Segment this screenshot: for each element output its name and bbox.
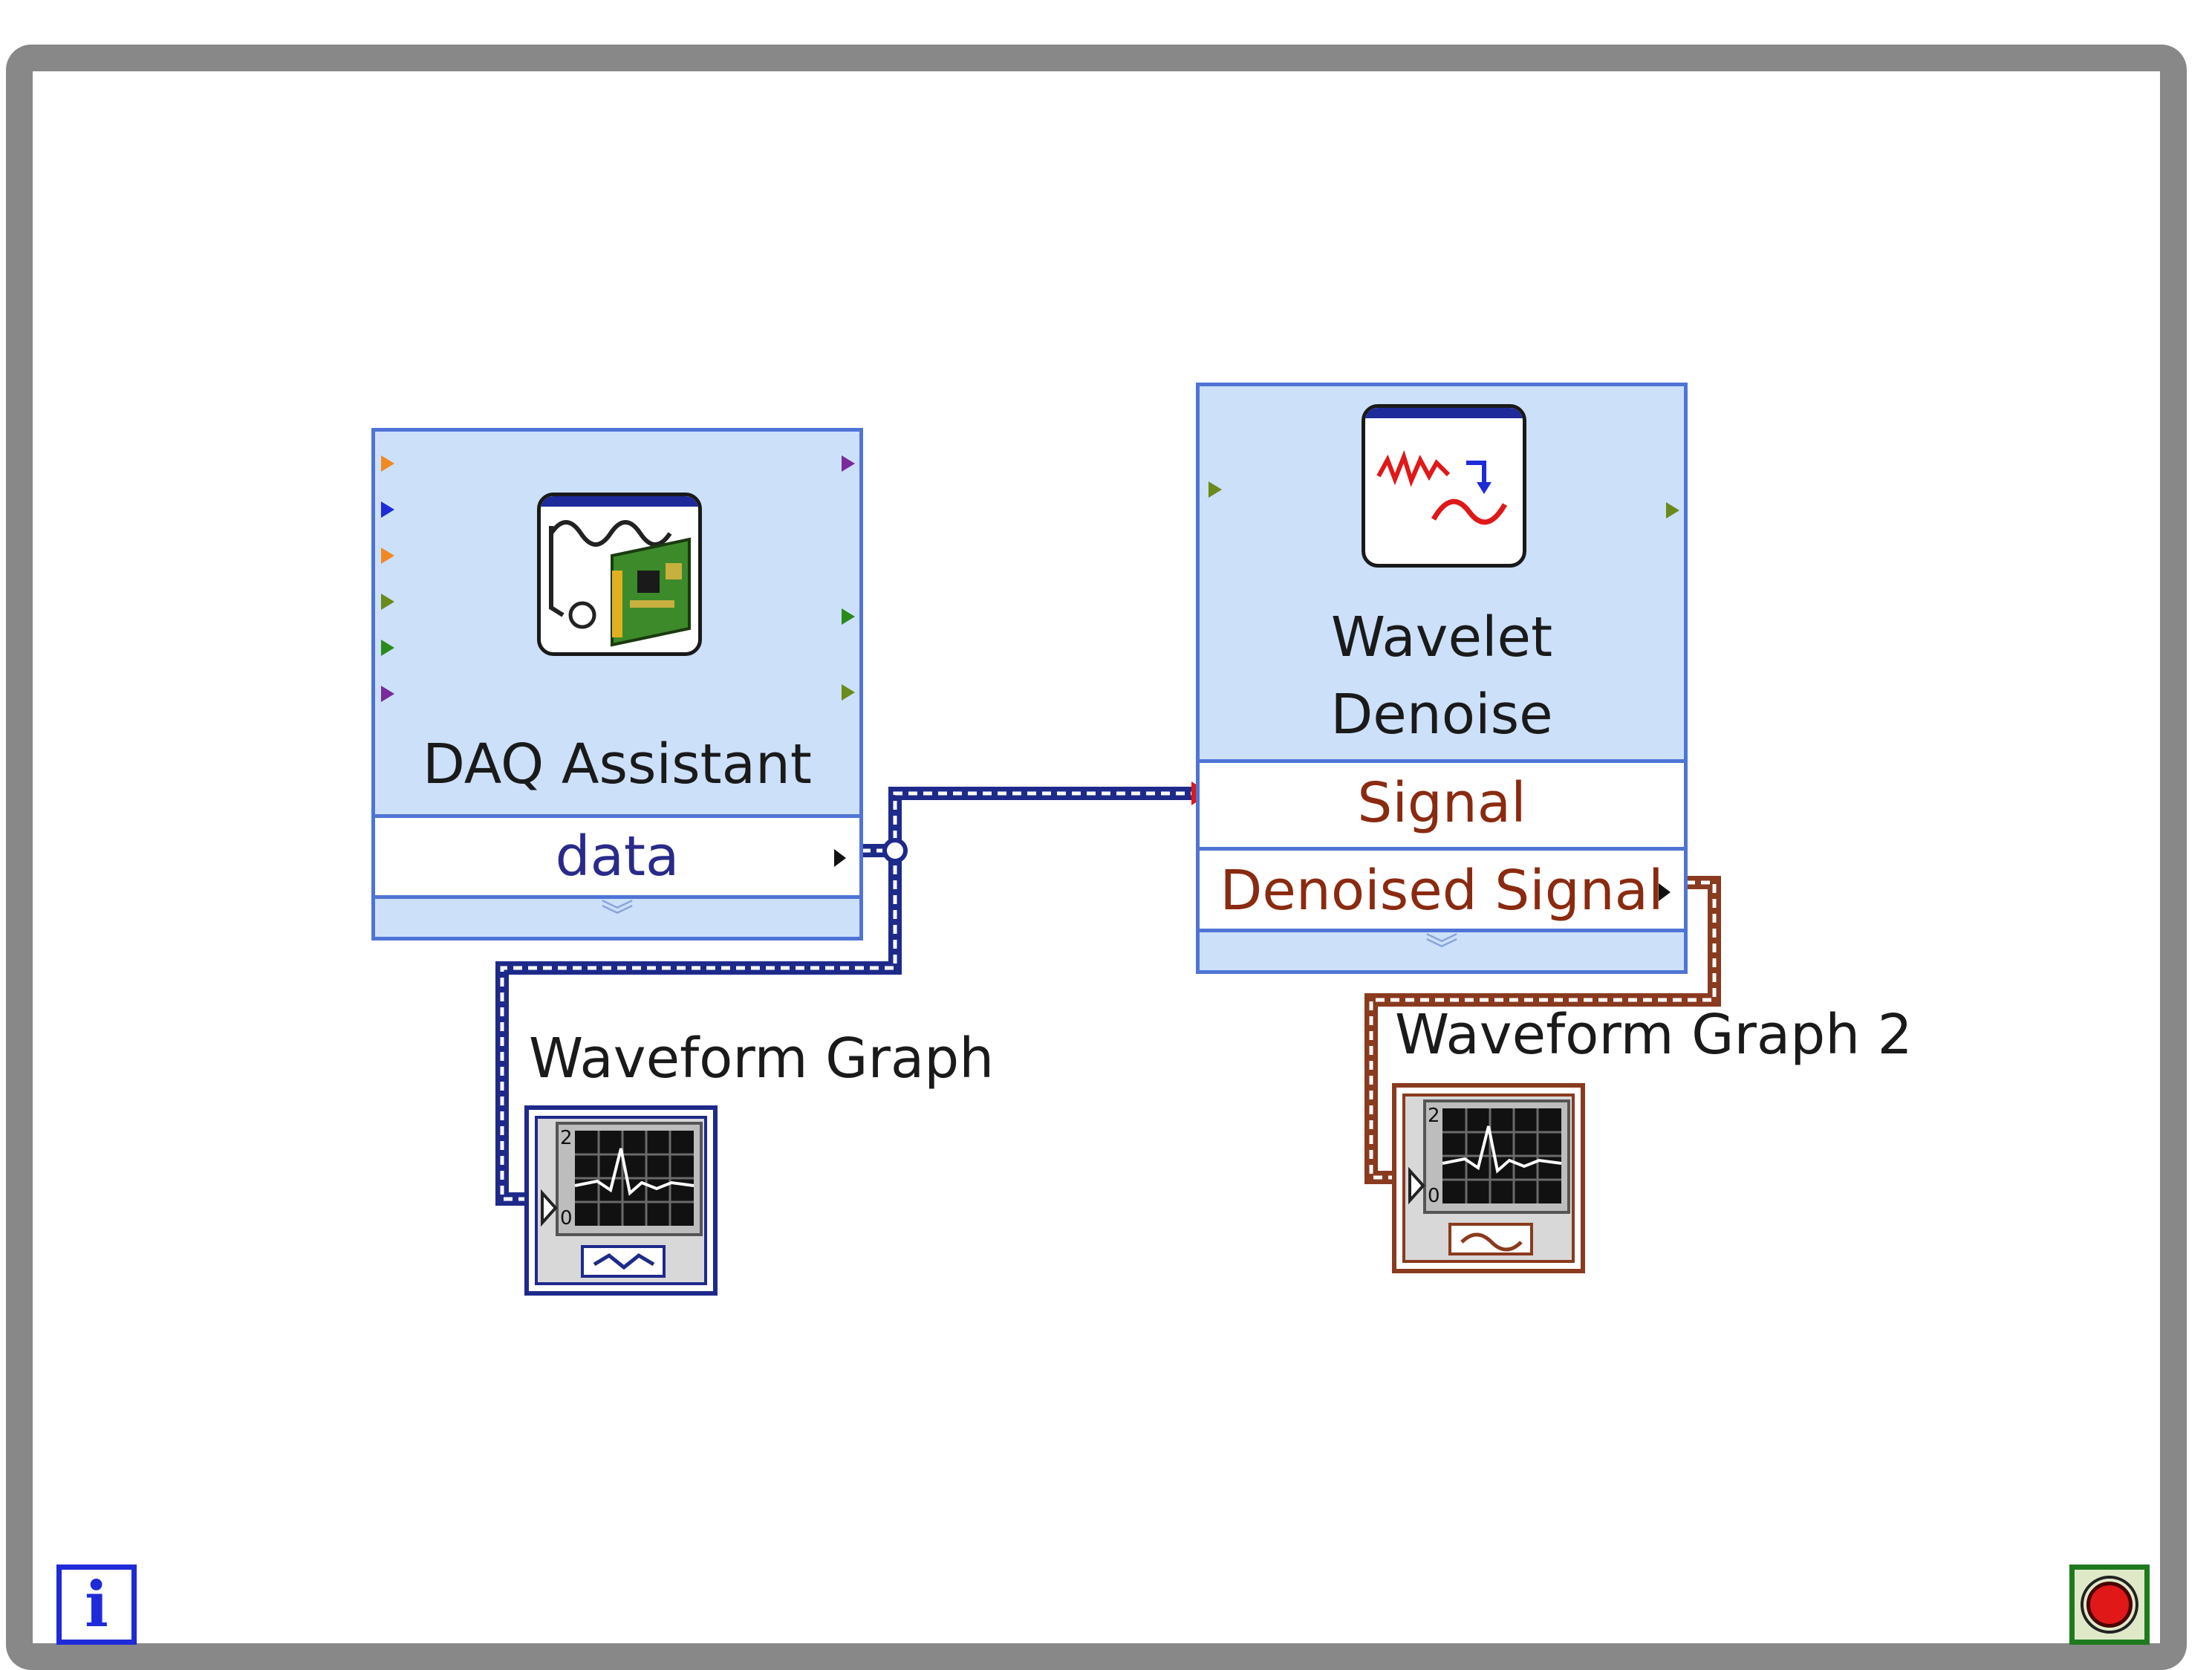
wire-wavelet-to-graph2[interactable] <box>1364 876 1721 1184</box>
daq-output-terminal[interactable] <box>842 455 855 472</box>
daq-input-terminal[interactable] <box>381 594 394 610</box>
waveform-graph-icon: 2 0 <box>535 1116 707 1285</box>
wavelet-denoised-signal-terminal[interactable]: Denoised Signal <box>1200 847 1684 935</box>
svg-text:2: 2 <box>560 1127 573 1149</box>
wire-junction <box>882 838 908 863</box>
waveform-graph-2-terminal[interactable]: 2 0 <box>1392 1083 1585 1273</box>
daq-data-label: data <box>555 825 680 888</box>
stop-ring <box>2081 1576 2138 1634</box>
chevron-down-icon: ︾ <box>1425 931 1458 969</box>
waveform-graph-label: Waveform Graph <box>529 1027 995 1091</box>
daq-input-terminal[interactable] <box>381 640 394 656</box>
iteration-terminal[interactable]: i <box>56 1565 137 1645</box>
stop-button-icon[interactable] <box>2069 1565 2150 1645</box>
daq-assistant-title: DAQ Assistant <box>423 732 812 796</box>
daq-expand-handle[interactable]: ︾ <box>375 895 859 937</box>
daq-assistant-node[interactable]: DAQ Assistant data ︾ <box>371 428 863 940</box>
wavelet-input-terminal[interactable] <box>1209 481 1222 498</box>
wire-daq-to-graph1[interactable] <box>495 851 902 1206</box>
daq-output-terminal[interactable] <box>842 608 855 625</box>
wavelet-title-line2: Denoise <box>1330 683 1553 747</box>
output-arrow-icon <box>1659 883 1671 901</box>
wavelet-title-line1: Wavelet <box>1330 605 1553 669</box>
output-arrow-icon <box>834 849 846 867</box>
chevron-down-icon: ︾ <box>601 897 634 935</box>
wavelet-denoise-icon <box>1362 404 1526 568</box>
svg-text:0: 0 <box>560 1207 573 1229</box>
svg-text:2: 2 <box>1428 1105 1440 1127</box>
wavelet-signal-terminal[interactable]: Signal <box>1200 759 1684 847</box>
wavelet-expand-handle[interactable]: ︾ <box>1200 929 1684 970</box>
waveform-graph-2-label: Waveform Graph 2 <box>1395 1003 1913 1067</box>
daq-input-terminal[interactable] <box>381 548 394 564</box>
daq-output-terminal[interactable] <box>842 684 855 701</box>
daq-input-terminal[interactable] <box>381 501 394 518</box>
wire-daq-to-wavelet[interactable] <box>862 787 1196 857</box>
wavelet-signal-label: Signal <box>1357 771 1526 835</box>
daq-card-icon <box>537 493 702 656</box>
waveform-graph-terminal[interactable]: 2 0 <box>524 1105 718 1296</box>
daq-data-terminal[interactable]: data <box>375 814 859 900</box>
wavelet-denoise-node[interactable]: Wavelet Denoise Signal Denoised Signal ︾ <box>1196 383 1688 974</box>
while-loop-border[interactable] <box>6 45 2187 1670</box>
daq-input-terminal[interactable] <box>381 455 394 472</box>
svg-text:0: 0 <box>1428 1185 1440 1207</box>
stop-dot <box>2086 1582 2133 1628</box>
waveform-graph-icon: 2 0 <box>1402 1094 1575 1263</box>
wavelet-denoised-signal-label: Denoised Signal <box>1220 859 1664 923</box>
wavelet-output-terminal[interactable] <box>1666 502 1679 519</box>
daq-input-terminal[interactable] <box>381 686 394 702</box>
